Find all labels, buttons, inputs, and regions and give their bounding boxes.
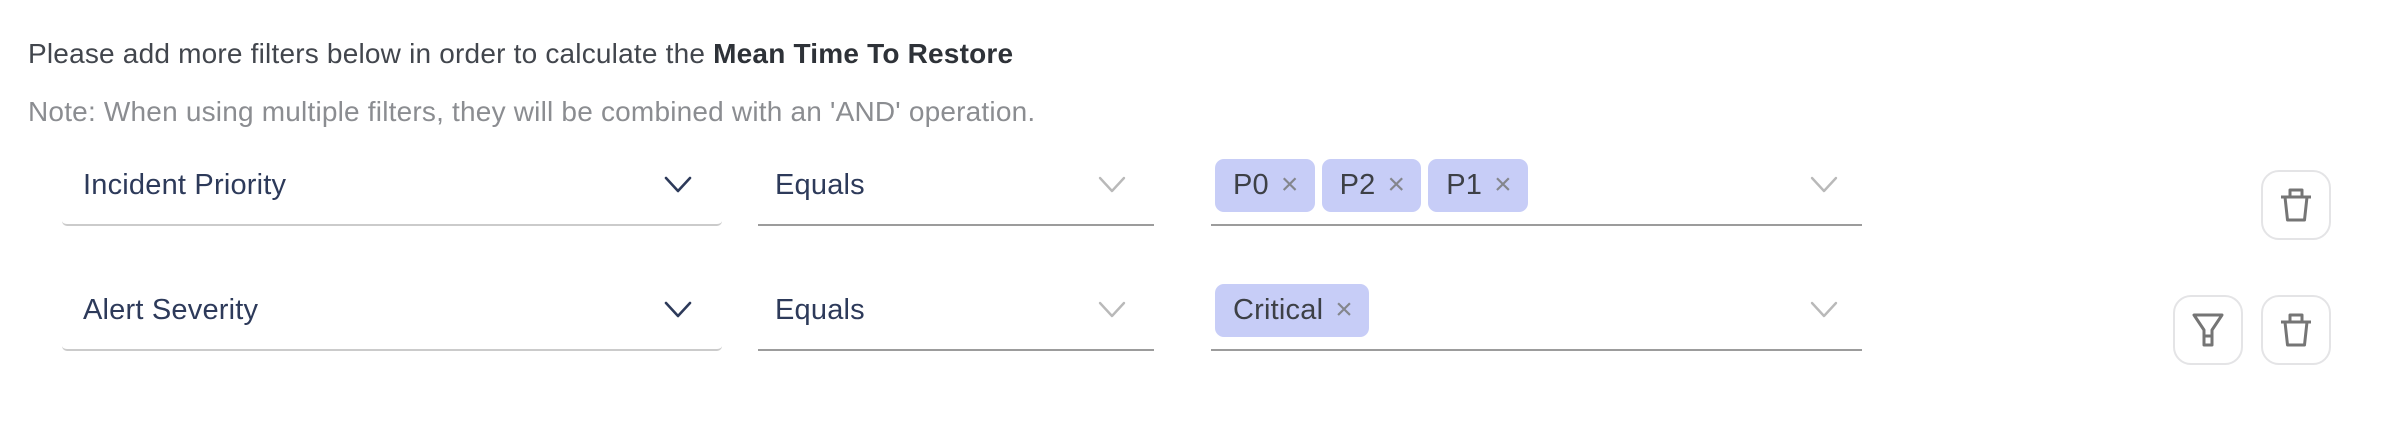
remove-tag-icon[interactable]: × — [1280, 168, 1299, 201]
value-tag: P0 × — [1215, 158, 1315, 212]
intro-text: Please add more filters below in order t… — [28, 36, 2408, 72]
value-tag-label: P1 — [1446, 168, 1483, 201]
remove-tag-icon[interactable]: × — [1494, 168, 1512, 201]
intro-text-prefix: Please add more filters below in order t… — [28, 38, 714, 69]
value-tag-label: P2 — [1339, 168, 1376, 201]
delete-filter-button[interactable] — [2261, 170, 2331, 240]
values-multiselect[interactable]: Critical × — [1211, 271, 1862, 351]
filter-row: Alert Severity Equals Critical × — [62, 271, 2331, 365]
trash-icon — [2281, 188, 2311, 222]
attribute-select[interactable]: Alert Severity — [62, 271, 722, 351]
trash-icon — [2281, 313, 2311, 347]
value-tag-label: P0 — [1233, 168, 1269, 201]
selected-tags: Critical × — [1215, 283, 1369, 337]
row-actions — [2261, 170, 2331, 240]
operator-select[interactable]: Equals — [758, 146, 1154, 226]
delete-filter-button[interactable] — [2261, 295, 2331, 365]
chevron-down-icon — [664, 176, 692, 193]
remove-tag-icon[interactable]: × — [1387, 168, 1406, 201]
chevron-down-icon — [1810, 301, 1838, 318]
values-multiselect[interactable]: P0 × P2 × P1 × — [1211, 146, 1862, 226]
operator-select-value: Equals — [775, 168, 865, 201]
operator-select[interactable]: Equals — [758, 271, 1154, 351]
row-actions — [2173, 295, 2331, 365]
filters-panel: Please add more filters below in order t… — [0, 36, 2408, 442]
filter-row: Incident Priority Equals P0 × P2 × P1 × — [62, 146, 2331, 240]
value-tag: P2 × — [1321, 158, 1422, 212]
chevron-down-icon — [1098, 176, 1126, 193]
value-tag-label: Critical — [1233, 293, 1324, 326]
attribute-select-value: Alert Severity — [83, 293, 259, 326]
value-tag: Critical × — [1215, 283, 1369, 337]
attribute-select-value: Incident Priority — [83, 168, 287, 201]
apply-filter-button[interactable] — [2173, 295, 2243, 365]
chevron-down-icon — [1098, 301, 1126, 318]
attribute-select[interactable]: Incident Priority — [62, 146, 722, 226]
selected-tags: P0 × P2 × P1 × — [1215, 158, 1528, 212]
value-tag: P1 × — [1428, 158, 1528, 212]
metric-name: Mean Time To Restore — [713, 38, 1014, 69]
chevron-down-icon — [1810, 176, 1838, 193]
filter-icon — [2192, 313, 2224, 347]
intro-note: Note: When using multiple filters, they … — [28, 96, 1036, 127]
remove-tag-icon[interactable]: × — [1335, 293, 1353, 326]
chevron-down-icon — [664, 301, 692, 318]
operator-select-value: Equals — [775, 293, 865, 326]
